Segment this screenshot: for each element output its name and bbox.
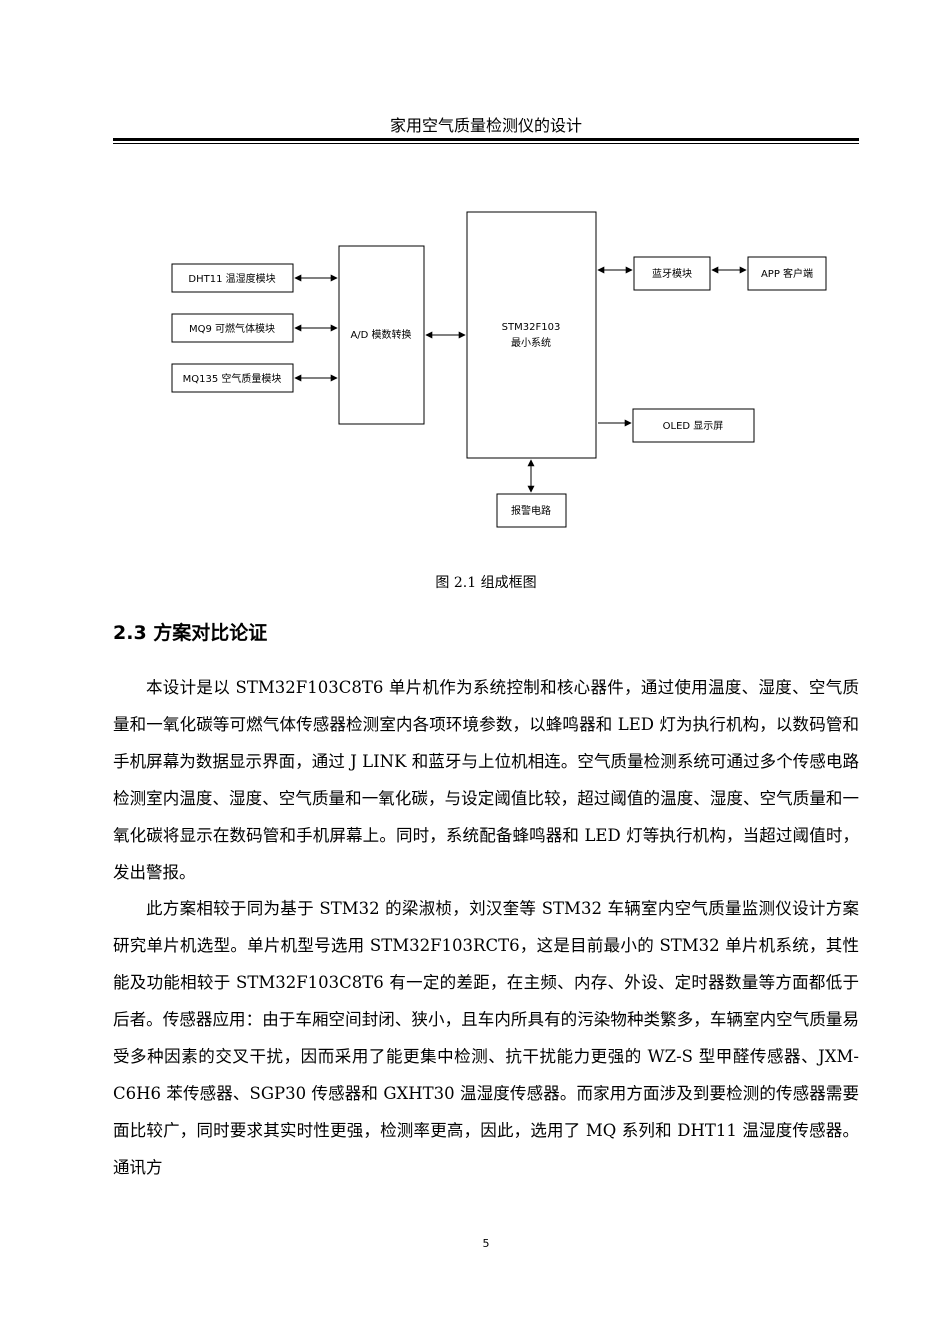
adc-label: A/D 模数转换 (350, 328, 411, 341)
page-number: 5 (482, 1237, 490, 1250)
paragraph-1: 本设计是以 STM32F103C8T6 单片机作为系统控制和核心器件，通过使用温… (113, 678, 859, 882)
alarm-label: 报警电路 (511, 504, 551, 517)
paragraph-2: 此方案相较于同为基于 STM32 的梁淑桢，刘汉奎等 STM32 车辆室内空气质… (113, 899, 859, 1177)
oled-block: OLED 显示屏 (632, 408, 755, 443)
mq9-block: MQ9 可燃气体模块 (171, 313, 294, 343)
dht11-label: DHT11 温湿度模块 (188, 272, 275, 285)
oled-label: OLED 显示屏 (663, 420, 724, 432)
bluetooth-label: 蓝牙模块 (652, 268, 692, 280)
app-label: APP 客户端 (761, 267, 813, 280)
figure-caption: 图 2.1 组成框图 (435, 575, 537, 591)
mq135-block: MQ135 空气质量模块 (171, 363, 294, 393)
page-header-title: 家用空气质量检测仪的设计 (389, 116, 582, 135)
mcu-label-line2: 最小系统 (511, 336, 551, 349)
mq9-label: MQ9 可燃气体模块 (189, 322, 275, 335)
mq135-label: MQ135 空气质量模块 (183, 372, 282, 385)
adc-block: A/D 模数转换 (338, 245, 425, 425)
header-rule-thin (113, 143, 859, 144)
app-block: APP 客户端 (747, 256, 827, 291)
bluetooth-block: 蓝牙模块 (633, 256, 711, 291)
header-rule-thick (113, 138, 859, 141)
section-heading: 2.3 方案对比论证 (113, 622, 268, 644)
alarm-block: 报警电路 (496, 493, 567, 528)
block-diagram: DHT11 温湿度模块 MQ9 可燃气体模块 MQ135 空气质量模块 A/D … (171, 211, 827, 528)
mcu-label-line1: STM32F103 (502, 322, 561, 333)
mcu-block: STM32F103 最小系统 (466, 211, 597, 459)
dht11-block: DHT11 温湿度模块 (171, 263, 294, 293)
